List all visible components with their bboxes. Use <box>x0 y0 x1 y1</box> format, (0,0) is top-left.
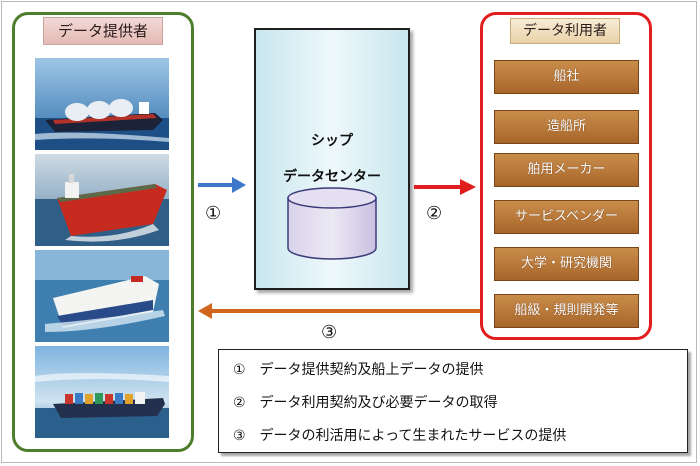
user-item-shipping-company: 船社 <box>494 60 639 94</box>
step-1-label: ① <box>205 203 222 224</box>
arrow-users-to-provider <box>198 303 480 319</box>
arrow-provider-to-center <box>198 177 246 193</box>
center-title-line1: シップ <box>311 133 353 149</box>
step-3-label: ③ <box>321 322 338 343</box>
legend-box: ① データ提供契約及船上データの提供 ② データ利用契約及び必要データの取得 ③… <box>218 349 688 453</box>
user-item-classification-rules: 船級・規則開発等 <box>494 294 639 328</box>
legend-item-1: ① データ提供契約及船上データの提供 <box>233 362 484 378</box>
container-ship-photo <box>35 346 169 438</box>
arrow-center-to-users <box>414 179 476 195</box>
provider-title: データ提供者 <box>43 17 163 45</box>
lng-carrier-photo <box>35 58 169 150</box>
center-title-line2: データセンター <box>283 169 381 185</box>
user-title: データ利用者 <box>510 18 620 44</box>
legend-item-3: ③ データの利活用によって生まれたサービスの提供 <box>233 428 567 444</box>
user-item-service-vendor: サービスベンダー <box>494 200 639 234</box>
database-icon <box>287 187 377 260</box>
legend-item-2: ② データ利用契約及び必要データの取得 <box>233 395 498 411</box>
car-carrier-photo <box>35 250 169 342</box>
user-item-shipyard: 造船所 <box>494 110 639 144</box>
step-2-label: ② <box>426 203 443 224</box>
tanker-photo <box>35 154 169 246</box>
user-item-marine-equipment-maker: 舶用メーカー <box>494 153 639 187</box>
user-item-university-research: 大学・研究機関 <box>494 247 639 281</box>
